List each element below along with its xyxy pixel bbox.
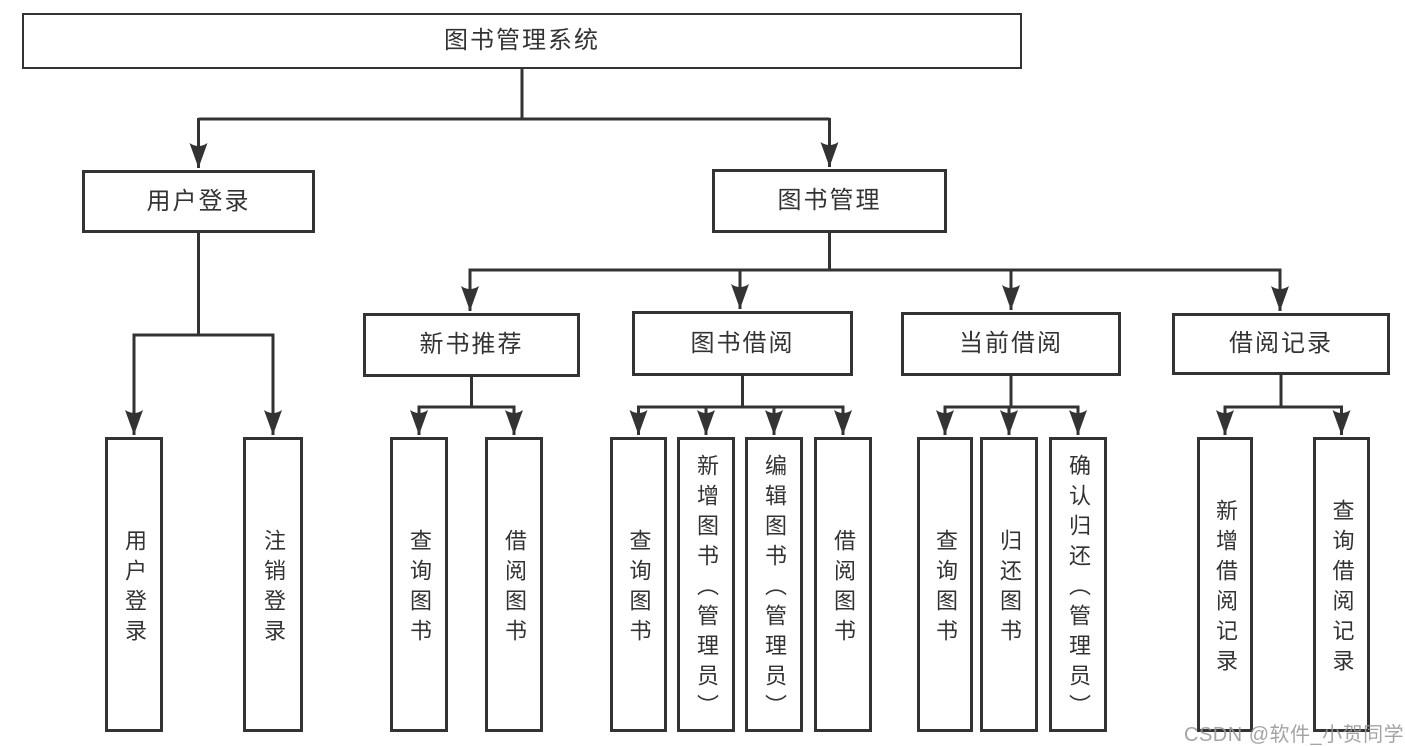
node-current-borrowing-label: 当前借阅 xyxy=(959,330,1063,357)
node-current-borrowing: 当前借阅 xyxy=(901,312,1121,376)
node-root-label: 图书管理系统 xyxy=(444,27,600,54)
node-book-management: 图书管理 xyxy=(712,169,947,233)
node-leaf-query-borrow-record: 查询借阅记录 xyxy=(1313,437,1370,732)
node-new-book-recommend: 新书推荐 xyxy=(363,313,580,377)
node-book-borrowing-label: 图书借阅 xyxy=(690,329,795,357)
connector-borrow-records xyxy=(1216,373,1351,435)
connector-root xyxy=(189,69,839,168)
node-leaf-user-login-label: 用户登录 xyxy=(122,528,147,649)
node-leaf-query-books-3-label: 查询图书 xyxy=(933,528,958,649)
node-borrow-records-label: 借阅记录 xyxy=(1229,330,1333,357)
node-leaf-logout-label: 注销登录 xyxy=(261,528,286,649)
node-leaf-add-borrow-record: 新增借阅记录 xyxy=(1197,437,1253,732)
node-book-borrowing: 图书借阅 xyxy=(632,311,853,376)
node-leaf-add-borrow-record-label: 新增借阅记录 xyxy=(1213,498,1238,679)
node-leaf-query-books-1-label: 查询图书 xyxy=(407,528,432,649)
csdn-watermark: CSDN @软件_小贺同学 xyxy=(1184,724,1405,746)
node-leaf-add-book-admin: 新增图书（管理员） xyxy=(677,437,735,732)
connector-user-login xyxy=(125,231,282,435)
node-borrow-records: 借阅记录 xyxy=(1172,313,1390,375)
node-leaf-edit-book-admin: 编辑图书（管理员） xyxy=(745,437,803,732)
node-leaf-borrow-books-2-label: 借阅图书 xyxy=(831,528,856,649)
node-leaf-return-books: 归还图书 xyxy=(980,437,1038,732)
node-leaf-edit-book-admin-label: 编辑图书（管理员） xyxy=(762,453,787,724)
node-leaf-borrow-books-1: 借阅图书 xyxy=(485,437,543,732)
node-leaf-confirm-return-admin-label: 确认归还（管理员） xyxy=(1066,453,1091,724)
node-leaf-logout: 注销登录 xyxy=(243,437,303,732)
node-leaf-user-login: 用户登录 xyxy=(105,437,163,732)
node-user-login-label: 用户登录 xyxy=(146,187,251,215)
node-root: 图书管理系统 xyxy=(22,13,1022,69)
node-leaf-add-book-admin-label: 新增图书（管理员） xyxy=(694,453,719,724)
node-leaf-borrow-books-2: 借阅图书 xyxy=(814,437,872,732)
node-leaf-query-borrow-record-label: 查询借阅记录 xyxy=(1329,498,1355,679)
node-user-login: 用户登录 xyxy=(82,170,315,233)
connector-new-book-recommend xyxy=(410,375,523,435)
node-leaf-query-books-2-label: 查询图书 xyxy=(626,528,652,649)
node-leaf-confirm-return-admin: 确认归还（管理员） xyxy=(1049,437,1107,732)
node-new-book-recommend-label: 新书推荐 xyxy=(419,331,524,358)
node-leaf-query-books-1: 查询图书 xyxy=(390,437,448,732)
connector-book-borrowing xyxy=(629,374,852,435)
node-leaf-return-books-label: 归还图书 xyxy=(997,528,1022,649)
connector-current-borrowing xyxy=(936,374,1087,435)
node-book-management-label: 图书管理 xyxy=(777,187,882,214)
connector-book-management xyxy=(461,231,1289,311)
node-leaf-borrow-books-1-label: 借阅图书 xyxy=(502,528,527,649)
node-leaf-query-books-3: 查询图书 xyxy=(917,437,973,732)
node-leaf-query-books-2: 查询图书 xyxy=(610,437,667,732)
